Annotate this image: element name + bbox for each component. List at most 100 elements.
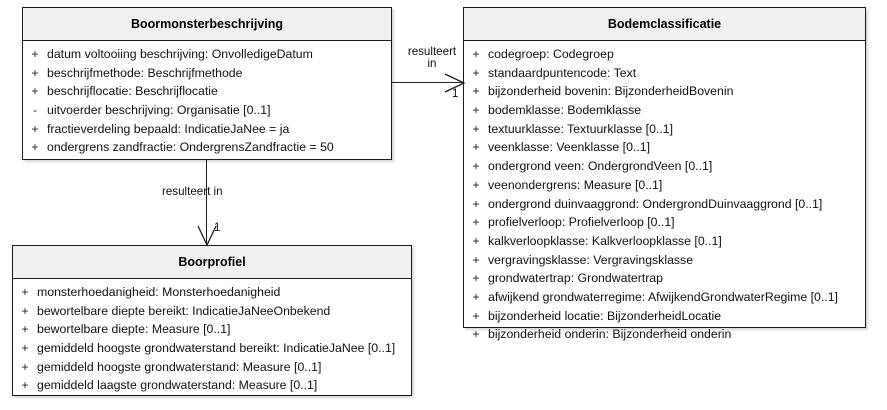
attribute-row: + bewortelbare diepte bereikt: Indicatie… — [13, 304, 411, 323]
attribute-label: standaardpuntencode: Text — [488, 65, 637, 80]
class-attributes-boormonsterbeschrijving: + datum voltooiing beschrijving: Onvolle… — [23, 41, 391, 159]
attribute-label: bijzonderheid locatie: BijzonderheidLoca… — [488, 308, 722, 323]
attribute-label: fractieverdeling bepaald: IndicatieJaNee… — [47, 121, 290, 136]
visibility-marker: + — [472, 84, 480, 99]
attribute-label: kalkverloopklasse: Kalkverloopklasse [0.… — [488, 233, 722, 248]
attribute-row: + beschrijfmethode: Beschrijfmethode — [23, 66, 391, 85]
attribute-label: bewortelbare diepte bereikt: IndicatieJa… — [37, 303, 331, 318]
class-title-boorprofiel: Boorprofiel — [13, 246, 411, 279]
visibility-marker: - — [32, 103, 38, 118]
attribute-row: + bijzonderheid onderin: Bijzonderheid o… — [464, 327, 865, 346]
attribute-label: beschrijflocatie: Beschrijflocatie — [47, 84, 218, 99]
visibility-marker: + — [472, 177, 480, 192]
attribute-row: + datum voltooiing beschrijving: Onvolle… — [23, 47, 391, 66]
attribute-row: + bodemklasse: Bodemklasse — [464, 103, 865, 122]
attribute-row: + kalkverloopklasse: Kalkverloopklasse [… — [464, 234, 865, 253]
attribute-row: + ondergrond veen: OndergrondVeen [0..1] — [464, 159, 865, 178]
attribute-label: gemiddeld hoogste grondwaterstand: Measu… — [37, 359, 322, 374]
visibility-marker: + — [472, 121, 480, 136]
visibility-marker: + — [31, 65, 39, 80]
class-attributes-boorprofiel: + monsterhoedanigheid: Monsterhoedanighe… — [13, 279, 411, 395]
visibility-marker: + — [21, 359, 29, 374]
attribute-label: bijzonderheid bovenin: BijzonderheidBove… — [488, 84, 734, 99]
attribute-row: + monsterhoedanigheid: Monsterhoedanighe… — [13, 285, 411, 304]
attribute-row: + profielverloop: Profielverloop [0..1] — [464, 215, 865, 234]
visibility-marker: + — [31, 140, 39, 155]
attribute-row: + textuurklasse: Textuurklasse [0..1] — [464, 122, 865, 141]
visibility-marker: + — [472, 196, 480, 211]
attribute-row: + gemiddeld hoogste grondwaterstand: Mea… — [13, 360, 411, 379]
visibility-marker: + — [472, 215, 480, 230]
association-arrowhead-right — [443, 70, 467, 96]
attribute-label: textuurklasse: Textuurklasse [0..1] — [488, 121, 673, 136]
attribute-label: codegroep: Codegroep — [488, 47, 614, 61]
attribute-label: monsterhoedanigheid: Monsterhoedanigheid — [37, 285, 281, 299]
uml-class-bodemclassificatie[interactable]: Bodemclassificatie + codegroep: Codegroe… — [463, 7, 866, 341]
association-label-resulteert-in-down: resulteert in — [162, 186, 223, 198]
class-title-bodemclassificatie: Bodemclassificatie — [464, 8, 865, 41]
attribute-row: + gemiddeld laagste grondwaterstand: Mea… — [13, 378, 411, 397]
attribute-row: + ondergrens zandfractie: OndergrensZand… — [23, 140, 391, 159]
uml-class-boormonsterbeschrijving[interactable]: Boormonsterbeschrijving + datum voltooii… — [22, 7, 392, 160]
visibility-marker: + — [472, 65, 480, 80]
attribute-row: + fractieverdeling bepaald: IndicatieJaN… — [23, 122, 391, 141]
attribute-label: beschrijfmethode: Beschrijfmethode — [47, 65, 243, 80]
attribute-label: ondergrond duinvaaggrond: OndergrondDuin… — [488, 196, 823, 211]
association-multiplicity-down: 1 — [214, 221, 221, 234]
visibility-marker: + — [31, 84, 39, 99]
attribute-label: bijzonderheid onderin: Bijzonderheid ond… — [488, 327, 732, 342]
attribute-label: gemiddeld hoogste grondwaterstand bereik… — [37, 341, 396, 356]
attribute-label: vergravingsklasse: Vergravingsklasse — [488, 252, 694, 267]
attribute-label: ondergrond veen: OndergrondVeen [0..1] — [488, 159, 713, 174]
association-line-vertical — [206, 160, 207, 245]
attribute-row: + vergravingsklasse: Vergravingsklasse — [464, 253, 865, 272]
class-title-boormonsterbeschrijving: Boormonsterbeschrijving — [23, 8, 391, 41]
class-attributes-bodemclassificatie: + codegroep: Codegroep + standaardpunten… — [464, 41, 865, 341]
visibility-marker: + — [21, 303, 29, 318]
visibility-marker: + — [472, 308, 480, 323]
attribute-row: + bewortelbare diepte: Measure [0..1] — [13, 322, 411, 341]
attribute-label: veenondergrens: Measure [0..1] — [488, 177, 663, 192]
attribute-label: afwijkend grondwaterregime: AfwijkendGro… — [488, 289, 838, 304]
association-arrowhead-down — [194, 224, 220, 248]
association-label-line2: in — [427, 57, 437, 70]
visibility-marker: + — [472, 47, 480, 61]
attribute-row: + beschrijflocatie: Beschrijflocatie — [23, 84, 391, 103]
attribute-row: + standaardpuntencode: Text — [464, 66, 865, 85]
visibility-marker: + — [21, 378, 29, 393]
attribute-row: + veenklasse: Veenklasse [0..1] — [464, 140, 865, 159]
attribute-label: bodemklasse: Bodemklasse — [488, 103, 642, 118]
attribute-row: + bijzonderheid locatie: BijzonderheidLo… — [464, 309, 865, 328]
visibility-marker: + — [21, 322, 29, 337]
visibility-marker: + — [472, 103, 480, 118]
attribute-label: grondwatertrap: Grondwatertrap — [488, 271, 663, 286]
uml-class-boorprofiel[interactable]: Boorprofiel + monsterhoedanigheid: Monst… — [12, 245, 412, 396]
attribute-row: + grondwatertrap: Grondwatertrap — [464, 271, 865, 290]
attribute-label: datum voltooiing beschrijving: Onvolledi… — [47, 47, 313, 61]
attribute-label: ondergrens zandfractie: OndergrensZandfr… — [47, 140, 334, 155]
visibility-marker: + — [21, 341, 29, 356]
association-label-line1: resulteert — [407, 45, 457, 58]
attribute-row: + bijzonderheid bovenin: BijzonderheidBo… — [464, 84, 865, 103]
visibility-marker: + — [21, 285, 29, 299]
visibility-marker: + — [472, 159, 480, 174]
visibility-marker: + — [31, 121, 39, 136]
association-line-horizontal — [392, 82, 463, 83]
association-label-resulteert-in-right: resulteert in — [403, 46, 461, 70]
attribute-label: bewortelbare diepte: Measure [0..1] — [37, 322, 231, 337]
association-label-line1: resulteert in — [162, 185, 223, 198]
visibility-marker: + — [31, 47, 39, 61]
visibility-marker: + — [472, 233, 480, 248]
attribute-label: uitvoerder beschrijving: Organisatie [0.… — [47, 103, 271, 118]
association-multiplicity-right: 1 — [452, 87, 459, 100]
attribute-row: + gemiddeld hoogste grondwaterstand bere… — [13, 341, 411, 360]
visibility-marker: + — [472, 289, 480, 304]
attribute-label: veenklasse: Veenklasse [0..1] — [488, 140, 651, 155]
attribute-row: + afwijkend grondwaterregime: AfwijkendG… — [464, 290, 865, 309]
attribute-row: + veenondergrens: Measure [0..1] — [464, 178, 865, 197]
visibility-marker: + — [472, 140, 480, 155]
visibility-marker: + — [472, 271, 480, 286]
attribute-row: - uitvoerder beschrijving: Organisatie [… — [23, 103, 391, 122]
visibility-marker: + — [472, 327, 480, 342]
